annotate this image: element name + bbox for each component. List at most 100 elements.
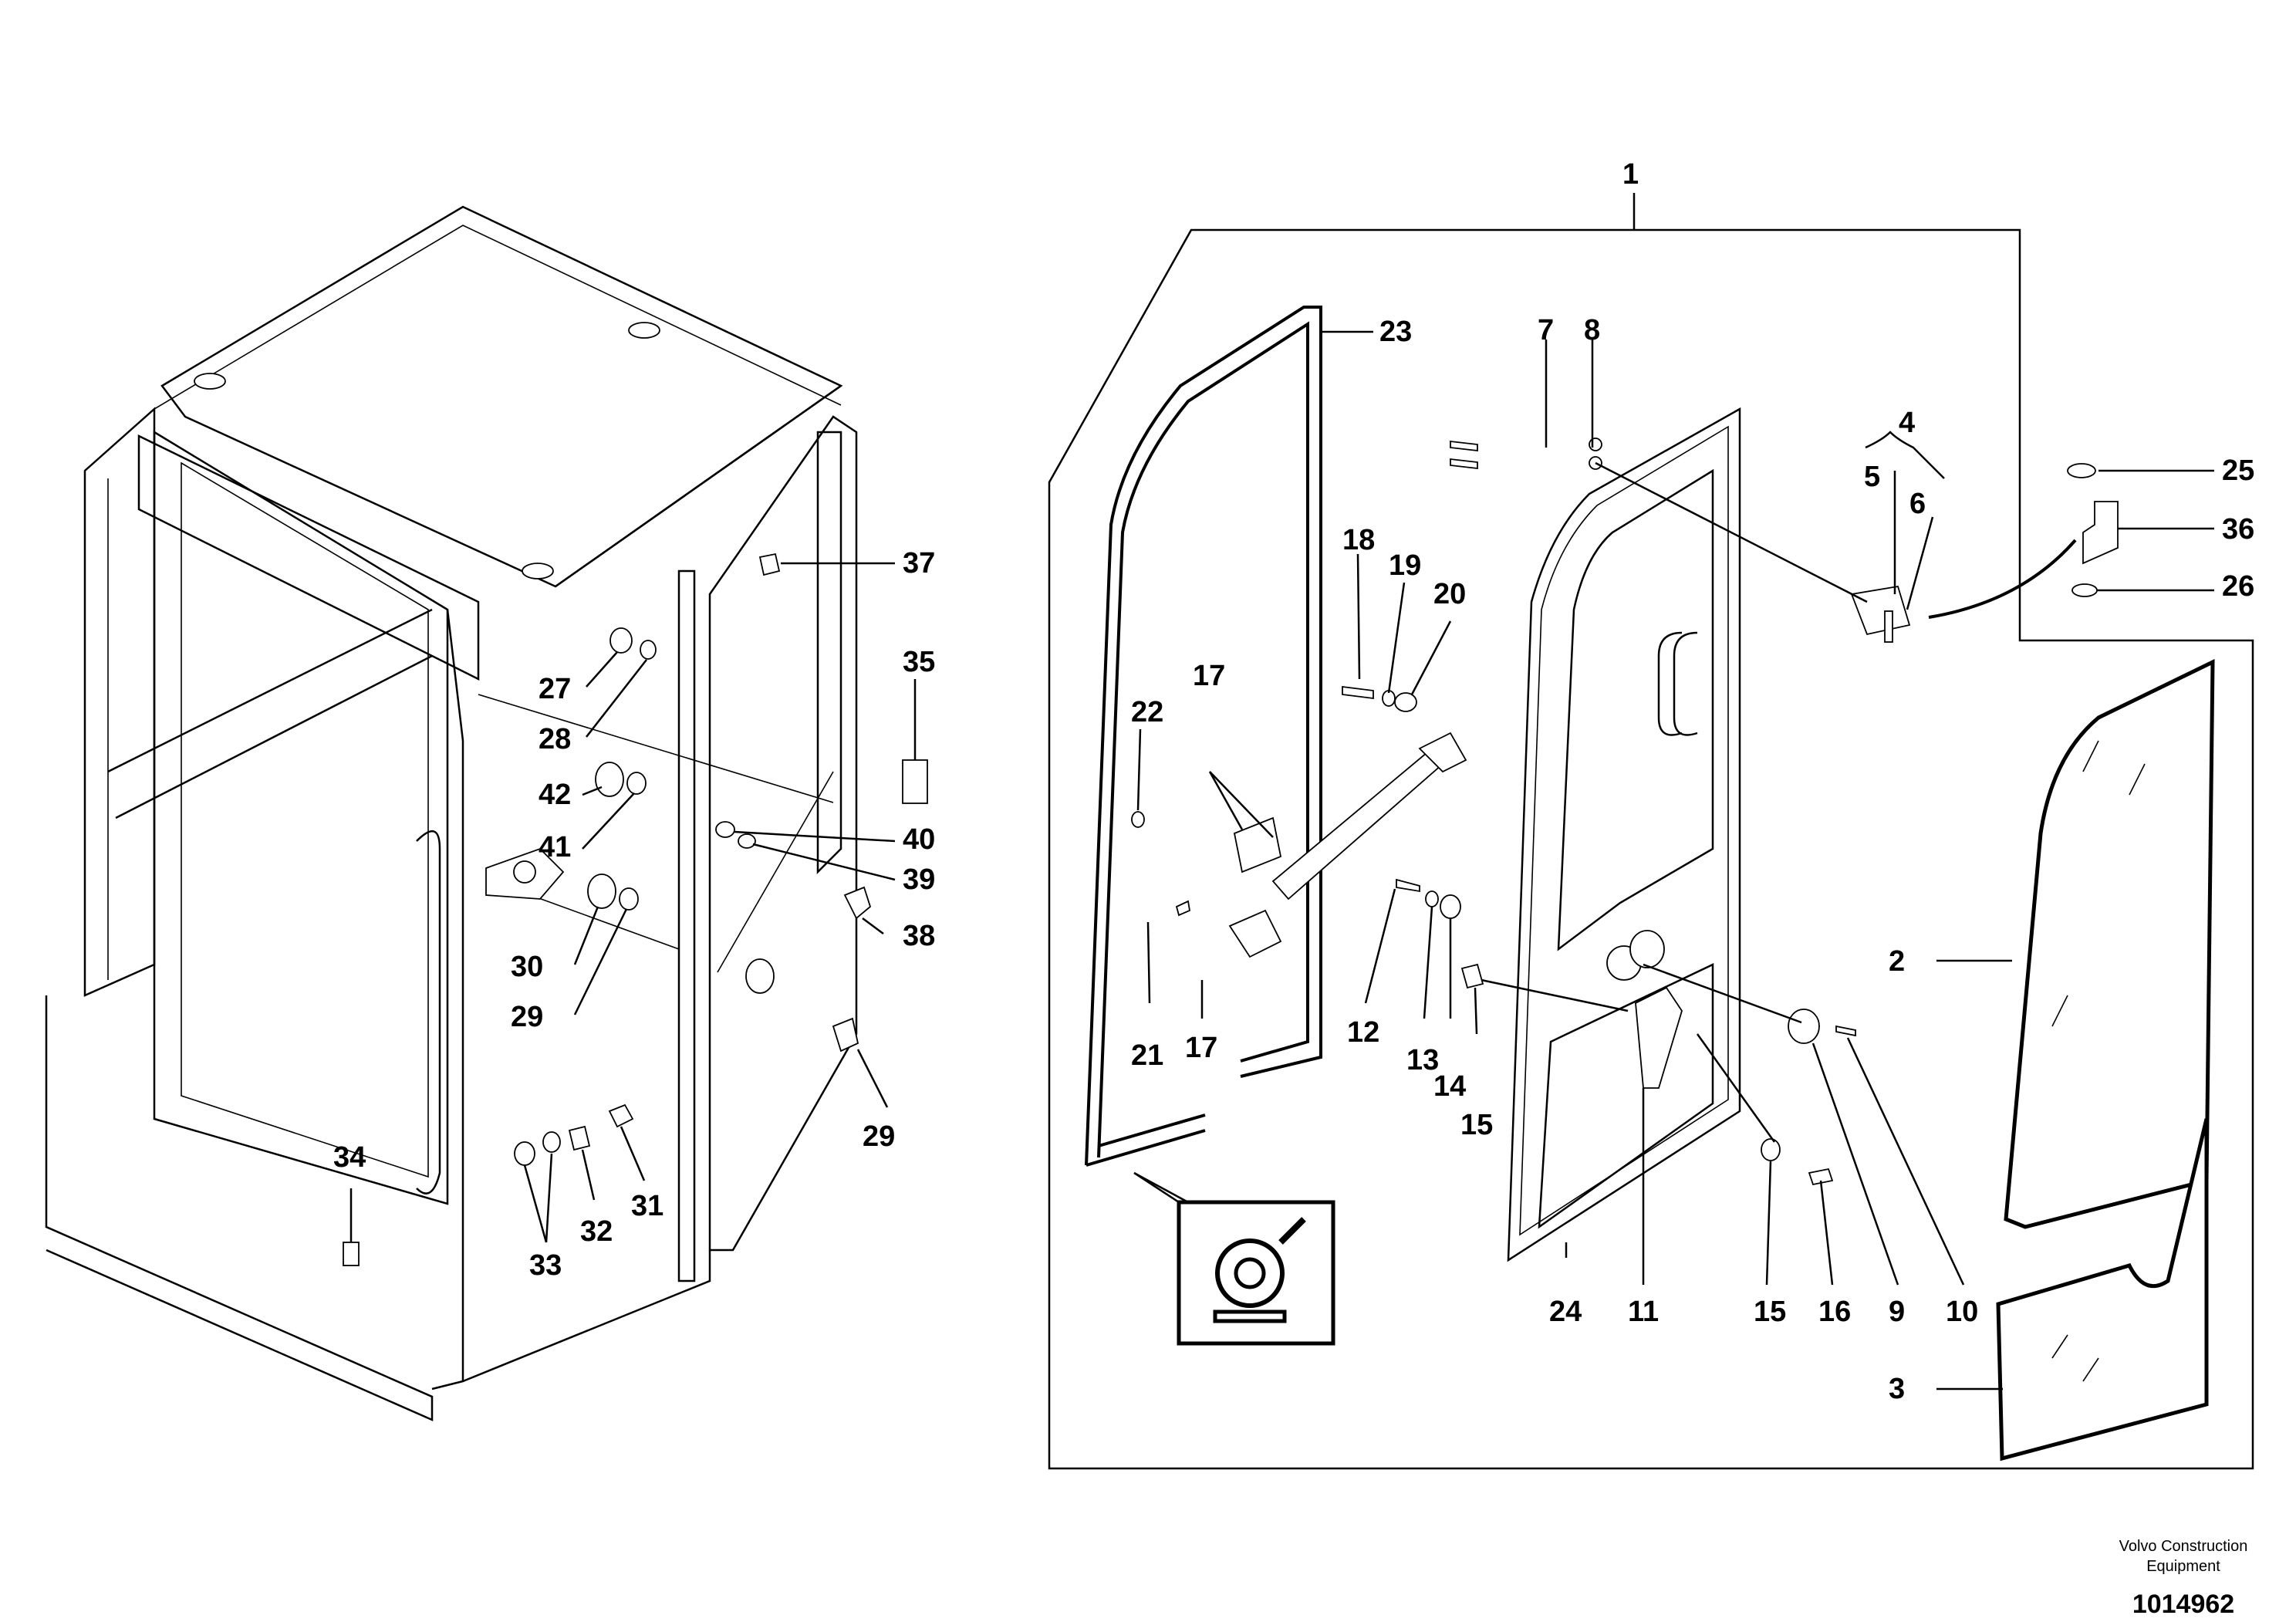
label-15a: 15 [1460,1109,1493,1141]
glass-lower [1996,1118,2209,1461]
pin-6 [1884,610,1893,643]
label-11: 11 [1628,1296,1659,1328]
bolt-12 [1396,878,1420,893]
credit-line-1: Volvo Construction [2119,1538,2248,1555]
label-1: 1 [1622,158,1639,191]
part-30-bushing [587,874,616,909]
label-30: 30 [511,951,543,983]
door-seal [1085,306,1322,1167]
part-31-bolt [608,1103,634,1128]
part-34-clip [343,1242,360,1266]
washer-20 [1394,692,1417,712]
label-31: 31 [631,1190,663,1222]
label-29a: 29 [863,1120,895,1153]
part-27-bolt [609,627,633,654]
glass-panels [1996,658,2215,1461]
label-9: 9 [1889,1296,1905,1328]
label-15b: 15 [1754,1296,1786,1328]
door-mechanism-parts [1131,438,1856,1186]
label-17a: 17 [1193,660,1225,692]
handle-11 [1635,986,1683,1089]
label-39: 39 [903,863,935,896]
label-26: 26 [2222,570,2254,603]
bolt-18 [1342,685,1374,700]
part-32-latch [568,1125,591,1151]
label-25: 25 [2222,454,2254,487]
bolt-7a [1450,440,1478,452]
part-42-bushing [595,762,624,797]
label-32: 32 [580,1215,613,1248]
label-33: 33 [529,1249,562,1282]
part-29-stop [832,1017,859,1053]
label-27: 27 [539,673,571,705]
label-8: 8 [1584,314,1600,346]
label-14: 14 [1433,1070,1466,1103]
label-21: 21 [1131,1039,1163,1072]
label-12: 12 [1347,1016,1379,1049]
label-34: 34 [333,1141,366,1174]
bolt-7b [1450,458,1478,470]
label-37: 37 [903,547,935,580]
label-17b: 17 [1185,1032,1217,1064]
part-33-washer-b [542,1131,561,1153]
label-41: 41 [539,831,571,863]
label-28: 28 [539,723,571,755]
label-23: 23 [1379,316,1412,348]
part-40-nut [715,821,735,838]
part-33-washer-a [514,1141,535,1166]
arm-20 [1271,751,1444,901]
part-37-clip [758,552,781,576]
bolt-21 [1175,900,1191,917]
label-22: 22 [1131,696,1163,728]
label-2: 2 [1889,945,1905,978]
credit-line-2: Equipment [2146,1558,2220,1575]
washer-26 [2071,583,2098,597]
cylinder-15 [1761,1138,1781,1161]
door-assembly-box [1048,193,2254,1470]
bracket-36 [2082,501,2119,565]
washer-25 [2067,463,2096,478]
label-10: 10 [1946,1296,1978,1328]
label-4: 4 [1899,407,1915,439]
part-39-washer [738,833,756,849]
screw-10 [1835,1025,1856,1037]
label-40: 40 [903,823,935,856]
screw-22 [1131,811,1145,828]
detail-inset [1133,1171,1335,1346]
part-35-plate [902,759,928,804]
washer-14 [1440,894,1461,919]
label-16: 16 [1818,1296,1851,1328]
door-frame [1507,407,1741,1262]
label-13: 13 [1406,1044,1439,1076]
part-41-washer [626,772,647,795]
bracket-17 [1233,816,1282,874]
hinge-parts [1850,431,2119,643]
arm-end [1418,732,1467,773]
label-36: 36 [2222,513,2254,546]
part-29-washer [619,887,639,911]
label-24: 24 [1549,1296,1582,1328]
hinge-5 [1850,585,1911,636]
label-38: 38 [903,920,935,952]
label-18: 18 [1342,524,1375,556]
label-35: 35 [903,646,935,678]
label-20: 20 [1433,578,1466,610]
clip-15 [1460,963,1484,989]
label-7: 7 [1538,314,1554,346]
part-38-stop [843,886,872,920]
document-number: 1014962 [2132,1590,2234,1619]
label-6: 6 [1909,488,1926,520]
label-3: 3 [1889,1373,1905,1405]
key-16 [1808,1168,1834,1186]
part-28-washer [640,640,657,660]
washer-8a [1589,438,1602,451]
washer-13 [1425,890,1439,907]
leader-lines-right [1136,330,2214,1391]
lock-block-17 [1228,909,1282,958]
callout-labels: 1 2 3 4 5 6 7 8 9 10 11 12 13 14 15 15 1… [333,158,2254,1405]
label-19: 19 [1389,549,1421,582]
cab-frame-illustration [45,205,858,1421]
label-42: 42 [539,779,571,811]
label-29b: 29 [511,1001,543,1033]
